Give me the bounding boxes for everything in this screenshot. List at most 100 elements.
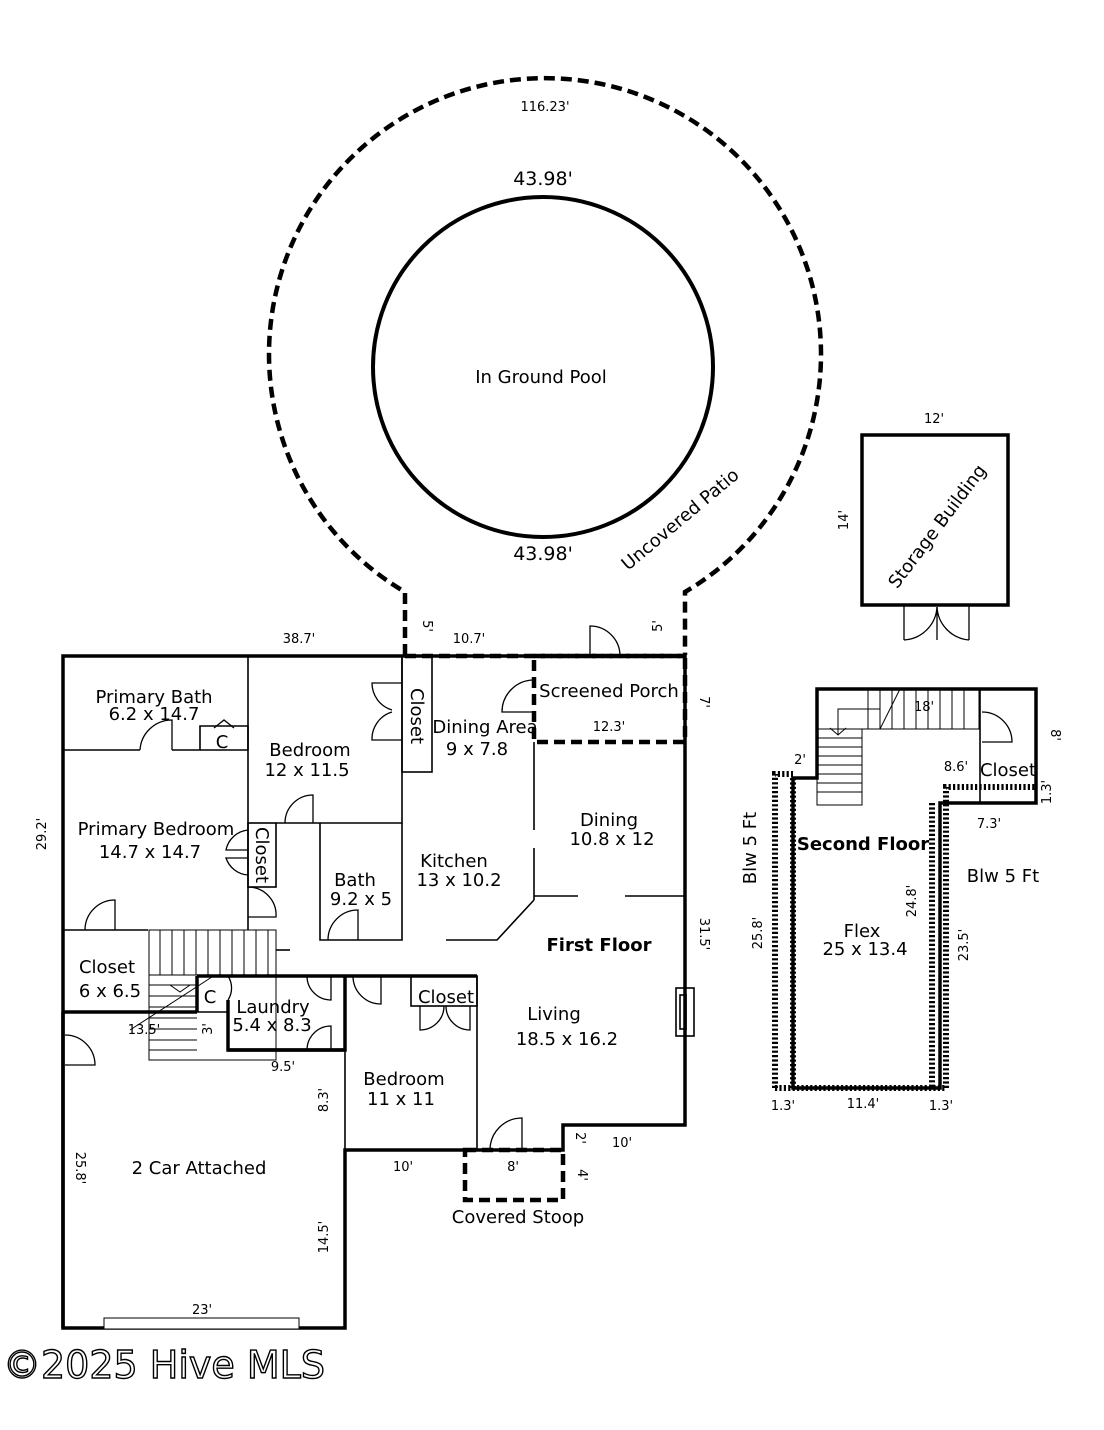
garage-top-wall — [61, 1012, 345, 1328]
sf-dim-bottom: 11.4' — [847, 1097, 880, 1112]
dim-patio-left: 5' — [419, 620, 434, 632]
dim-right: 31.5' — [696, 918, 711, 951]
pool-diameter-top: 43.98' — [513, 168, 573, 190]
front-door — [489, 1117, 523, 1151]
closet-big-name: Closet — [79, 957, 135, 978]
c-closet2-label: C — [204, 987, 217, 1008]
sf-dim-closet-side: 8' — [1047, 729, 1062, 741]
dim-left: 29.2' — [35, 818, 50, 851]
covered-stoop-name: Covered Stoop — [452, 1207, 584, 1228]
dim-step-bottom: 10' — [612, 1136, 632, 1151]
storage-width-dim: 12' — [924, 412, 944, 427]
sf-dim-right-outer: 23.5' — [957, 929, 972, 962]
dim-step-side: 2' — [572, 1132, 587, 1144]
dim-garage-left: 25.8' — [72, 1152, 87, 1185]
garage-door-swing — [64, 1034, 96, 1066]
bedroom1-door — [284, 794, 314, 824]
dim-laundry-side: 3' — [201, 1023, 216, 1035]
garage-name: 2 Car Attached — [132, 1158, 267, 1179]
bath-walls — [319, 823, 403, 941]
storage-depth-dim: 14' — [837, 510, 852, 530]
sf-dim-right-step: 1.3' — [1040, 780, 1055, 804]
watermark: ©2025 Hive MLS — [3, 1343, 325, 1387]
living-size: 18.5 x 16.2 — [516, 1029, 618, 1050]
second-closet-label: Closet — [980, 760, 1036, 781]
kitchen-size: 13 x 10.2 — [416, 870, 501, 891]
laundry-door-bottom — [306, 1025, 332, 1051]
pool-perimeter-dim: 116.23' — [520, 100, 569, 115]
primary-bedroom-door — [84, 899, 116, 931]
sf-dim-stair-top: 18' — [914, 700, 934, 715]
bedroom1-closet-doors — [371, 682, 402, 741]
c-closet2-door — [227, 975, 233, 1001]
blw-left-label: Blw 5 Ft — [740, 812, 761, 884]
second-floor-stairs — [816, 688, 980, 806]
sf-dim-left-step: 2' — [794, 753, 806, 768]
c-closet-arrow — [213, 719, 235, 729]
dim-stoop-side: 4' — [574, 1169, 589, 1181]
sf-dim-inner: 24.8' — [905, 885, 920, 918]
primary-bath-door — [139, 719, 173, 751]
primary-bedroom-size: 14.7 x 14.7 — [99, 842, 201, 863]
second-floor-label: Second Floor — [797, 834, 929, 855]
second-floor-knee-left — [772, 771, 793, 1088]
dining-area-name: Dining Area — [432, 717, 537, 738]
bath-door — [327, 909, 359, 941]
sf-dim-bottom-left: 1.3' — [771, 1099, 795, 1114]
flex-size: 25 x 13.4 — [822, 939, 907, 960]
second-closet-door — [981, 711, 1013, 743]
laundry-name: Laundry — [236, 997, 310, 1018]
patio-label: Uncovered Patio — [618, 465, 744, 575]
fireplace-inner — [679, 994, 687, 1030]
dim-stoop-width: 8' — [507, 1160, 519, 1175]
bedroom1-size: 12 x 11.5 — [264, 760, 349, 781]
uncovered-patio-outline — [266, 75, 824, 655]
porch-door-swing — [501, 679, 535, 713]
pool-outline — [371, 195, 715, 539]
dining-size: 10.8 x 12 — [569, 829, 654, 850]
fireplace — [675, 987, 695, 1037]
dining-name: Dining — [580, 810, 638, 831]
blw-right-label: Blw 5 Ft — [967, 866, 1039, 887]
laundry-door-top — [306, 975, 332, 1001]
c-closet-label: C — [216, 732, 229, 753]
primary-closet-box — [247, 822, 277, 888]
bedroom2-size: 11 x 11 — [367, 1089, 435, 1110]
laundry-size: 5.4 x 8.3 — [232, 1015, 311, 1036]
dim-bedroom-bottom: 10' — [393, 1160, 413, 1175]
kitchen-name: Kitchen — [420, 851, 488, 872]
second-floor-knee-right — [943, 784, 1036, 1088]
storage-building — [860, 433, 1010, 607]
hall-door — [247, 886, 277, 918]
primary-closet-doors — [225, 829, 249, 876]
patio-door-swing — [589, 625, 621, 657]
closet-vertical-1: Closet — [406, 688, 427, 744]
living-name: Living — [527, 1004, 581, 1025]
bath-name: Bath — [334, 870, 376, 891]
garage-door-opening — [103, 1317, 300, 1330]
storage-door-right — [936, 605, 970, 641]
dim-top: 38.7' — [283, 632, 316, 647]
bedroom1-name: Bedroom — [269, 740, 350, 761]
bath-size: 9.2 x 5 — [330, 889, 392, 910]
bedroom1-closet-box — [401, 655, 433, 773]
dim-garage-bottom: 23' — [192, 1303, 212, 1318]
kitchen-island — [446, 899, 535, 941]
sf-dim-bottom-right: 1.3' — [929, 1099, 953, 1114]
bedroom2-door-top — [352, 975, 382, 1005]
sf-dim-bottom-step: 7.3' — [977, 817, 1001, 832]
pool-diameter-bottom: 43.98' — [513, 543, 573, 565]
dim-stair: 13.5' — [128, 1023, 161, 1038]
primary-bedroom-name: Primary Bedroom — [78, 819, 235, 840]
sf-dim-closet-width: 8.6' — [944, 760, 968, 775]
sf-dim-left-outer: 25.8' — [751, 917, 766, 950]
primary-bath-size: 6.2 x 14.7 — [109, 704, 200, 725]
dim-patio-right: 5' — [651, 620, 666, 632]
screened-porch-outline — [531, 653, 688, 745]
dim-garage-right: 14.5' — [317, 1221, 332, 1254]
bedroom2-closet-doors — [419, 1005, 471, 1031]
first-floor-outline — [61, 654, 687, 1330]
storage-label: Storage Building — [884, 461, 991, 593]
covered-stoop-outline — [462, 1147, 566, 1203]
